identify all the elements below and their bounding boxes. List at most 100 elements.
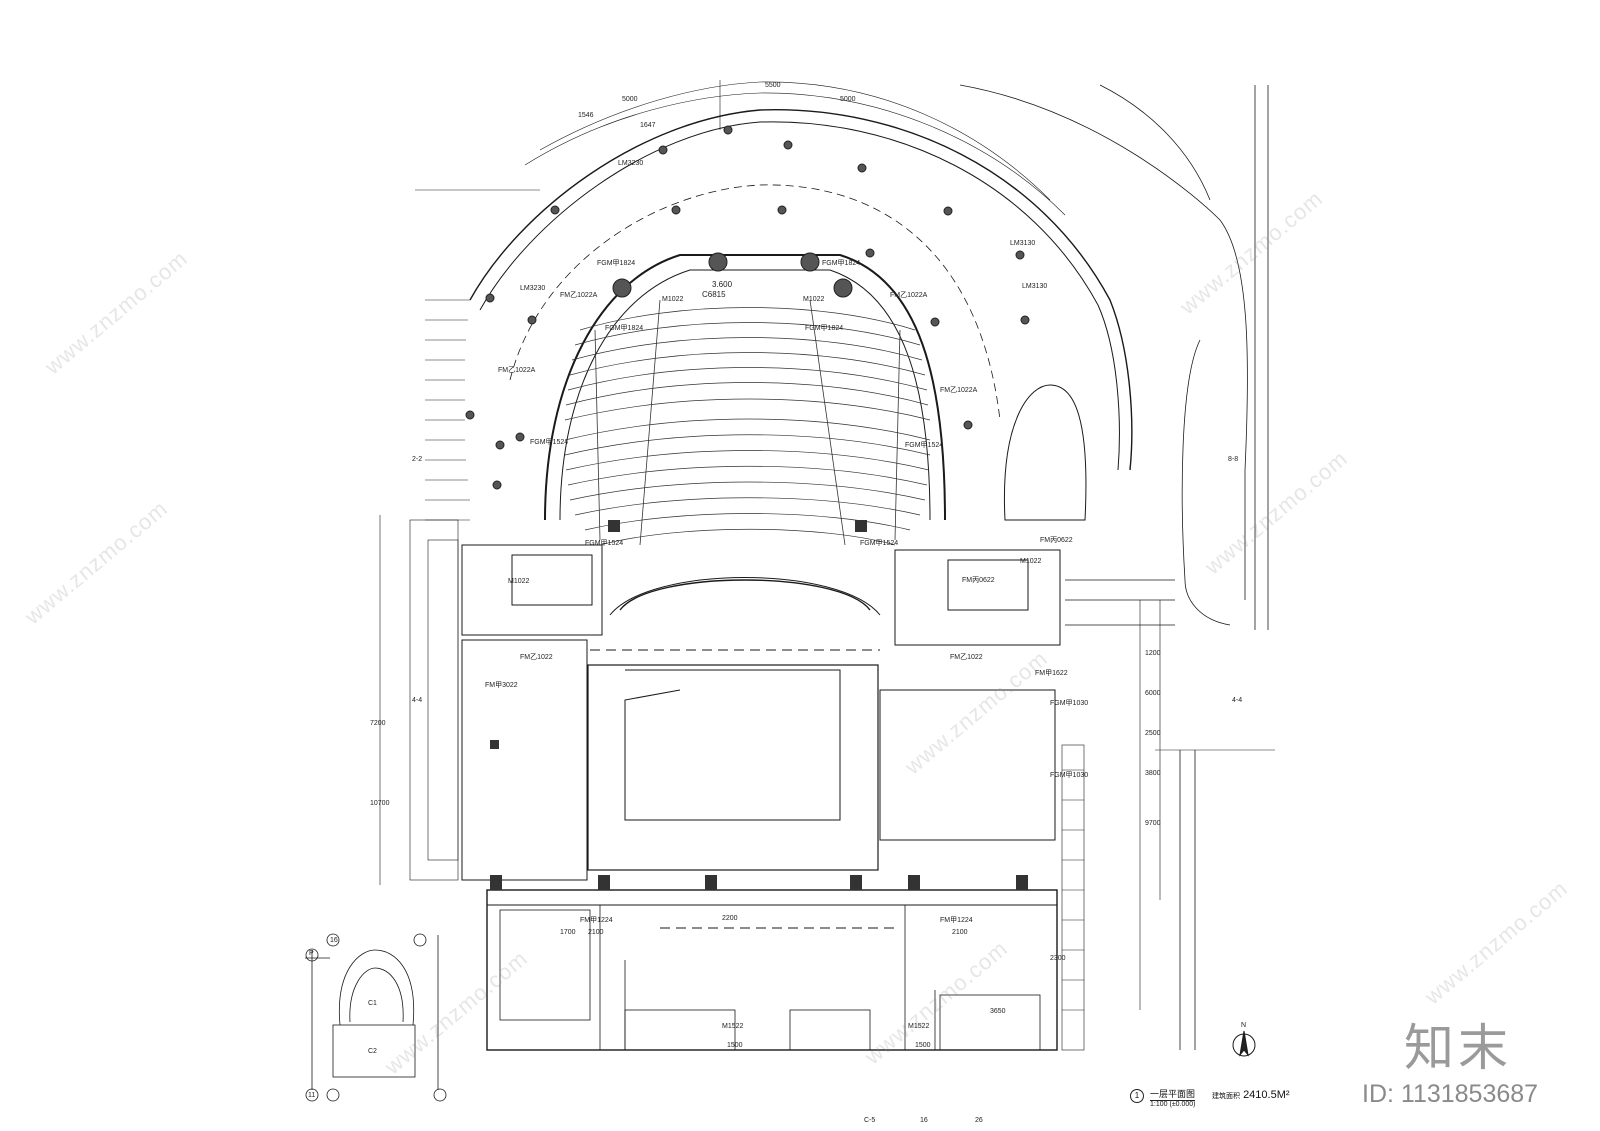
door-label: FGM甲1824 xyxy=(805,325,844,332)
dimension-curve-2 xyxy=(524,92,1066,216)
north-arrow xyxy=(1232,1030,1256,1057)
door-label: FGM甲1824 xyxy=(597,260,636,267)
door-label: FM乙1022A xyxy=(940,387,978,394)
door-label: FGM甲1524 xyxy=(905,442,944,449)
right-toilet-block xyxy=(947,559,1029,611)
left-service-block xyxy=(461,544,603,636)
door-label: M1022 xyxy=(508,578,530,585)
dimension-text: 7200 xyxy=(370,720,386,727)
lower-partitions xyxy=(499,905,1041,1051)
dimension-text: 1500 xyxy=(727,1042,743,1049)
door-label: FM丙0622 xyxy=(962,577,995,584)
door-label: FM乙1022 xyxy=(520,654,553,661)
door-label: M1022 xyxy=(1020,558,1042,565)
dimension-text: 3650 xyxy=(990,1008,1006,1015)
drawing-scale: 1:100 (±0.000) xyxy=(1150,1101,1196,1108)
left-exterior-steps xyxy=(409,299,470,881)
left-backstage xyxy=(461,639,588,881)
main-stage xyxy=(587,664,879,871)
section-mark: 4-4 xyxy=(1232,697,1243,704)
dimension-text: 3800 xyxy=(1145,770,1161,777)
axis-label: P xyxy=(309,950,314,957)
right-service-block xyxy=(894,549,1061,646)
door-label: M1022 xyxy=(803,296,825,303)
door-label: FGM甲1524 xyxy=(530,439,569,446)
dimension-text: 5500 xyxy=(765,82,781,89)
dimension-text: 2300 xyxy=(1050,955,1066,962)
structural-columns xyxy=(490,520,1028,890)
door-label: FGM甲1030 xyxy=(1050,772,1089,779)
axis-label: C2 xyxy=(368,1048,377,1055)
dimension-text: 10700 xyxy=(370,800,390,807)
dimension-text: 1546 xyxy=(578,112,594,119)
right-exterior-steps xyxy=(1061,744,1085,1051)
road-curve-3 xyxy=(1181,339,1231,626)
door-label: FM甲1622 xyxy=(1035,670,1068,677)
door-label: FM乙1022A xyxy=(560,292,598,299)
auditorium-shell-outer xyxy=(544,254,946,521)
door-label: LM3130 xyxy=(1022,283,1048,290)
area-label: 建筑面积 xyxy=(1212,1093,1240,1100)
dimension-text: 1647 xyxy=(640,122,656,129)
stage-front-arc xyxy=(619,579,871,611)
dimension-text: 2100 xyxy=(588,929,604,936)
section-mark: 2-2 xyxy=(412,456,423,463)
door-label: FGM甲1030 xyxy=(1050,700,1089,707)
right-oval-room xyxy=(1003,384,1087,521)
dimension-text: 6000 xyxy=(1145,690,1161,697)
section-mark: 8-8 xyxy=(1228,456,1239,463)
drawing-title: 一层平面图 xyxy=(1150,1089,1196,1101)
lobby-columns xyxy=(465,125,1030,490)
axis-label: 16 xyxy=(920,1117,928,1124)
door-label: LM3230 xyxy=(520,285,546,292)
window-label: C6815 xyxy=(702,290,726,299)
door-label: FM乙1022A xyxy=(890,292,928,299)
left-toilet-block xyxy=(511,554,593,606)
axis-label: C1 xyxy=(368,1000,377,1007)
outer-facade-curve-2 xyxy=(479,121,1120,471)
door-label: FM丙0622 xyxy=(1040,537,1073,544)
road-curve xyxy=(959,84,1248,600)
door-label: FGM甲1524 xyxy=(860,540,899,547)
dimension-text: 5000 xyxy=(622,96,638,103)
door-label: FGM甲1524 xyxy=(585,540,624,547)
door-label: FM甲3022 xyxy=(485,682,518,689)
door-label: FGM甲1824 xyxy=(822,260,861,267)
dimension-text: 2200 xyxy=(722,915,738,922)
door-label: FM甲1224 xyxy=(940,917,973,924)
seating-aisles xyxy=(594,299,901,546)
image-id: ID: 1131853687 xyxy=(1362,1080,1539,1108)
axis-label: 16 xyxy=(330,937,338,944)
right-backstage xyxy=(879,689,1056,841)
road-curve-2 xyxy=(1099,84,1211,201)
door-label: FM甲1224 xyxy=(580,917,613,924)
axis-label: 11 xyxy=(308,1092,316,1099)
stage-platform xyxy=(624,669,841,821)
dimension-text: 1700 xyxy=(560,929,576,936)
door-label: M1522 xyxy=(908,1023,930,1030)
outer-facade-curve xyxy=(469,109,1133,471)
door-label: M1022 xyxy=(662,296,684,303)
stage-level-label: 3.600 xyxy=(712,280,733,289)
section-mark: 4-4 xyxy=(412,697,423,704)
key-plan-inset xyxy=(305,933,447,1102)
dimension-text: 1200 xyxy=(1145,650,1161,657)
dimension-text: 2500 xyxy=(1145,730,1161,737)
seating-rows xyxy=(564,307,931,546)
door-label: FM乙1022A xyxy=(498,367,536,374)
lobby-dashed-arc xyxy=(509,184,1001,421)
door-label: FM乙1022 xyxy=(950,654,983,661)
auditorium-shell-inner xyxy=(559,269,931,521)
door-label: LM3230 xyxy=(618,160,644,167)
dimension-text: 2100 xyxy=(952,929,968,936)
door-label: LM3130 xyxy=(1010,240,1036,247)
lower-building xyxy=(486,889,1058,1051)
stage-front-arc-2 xyxy=(609,577,881,616)
north-label: N xyxy=(1241,1022,1247,1029)
drawing-number: 1 xyxy=(1130,1089,1144,1103)
elevation-value: (±0.000) xyxy=(1169,1101,1196,1108)
dimension-text: 1500 xyxy=(915,1042,931,1049)
area-value: 2410.5M² xyxy=(1243,1089,1290,1101)
drawing-title-block: 1 一层平面图 1:100 (±0.000) 建筑面积 2410.5M² xyxy=(1130,1085,1290,1115)
